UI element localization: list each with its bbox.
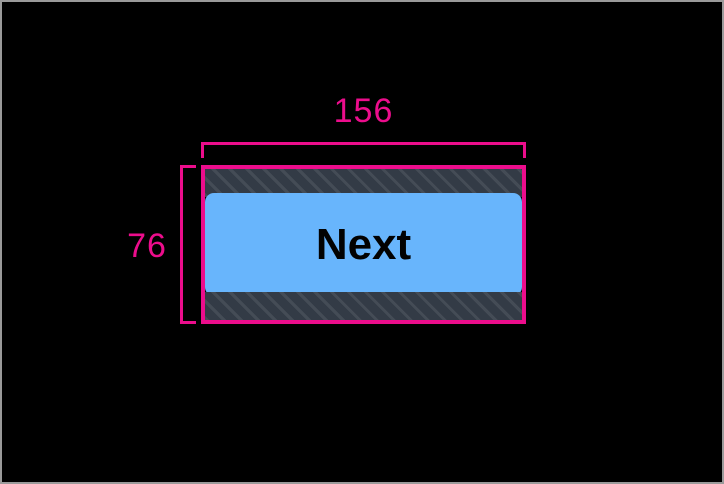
next-button-label: Next	[315, 219, 412, 269]
height-measurement-label: 76	[127, 227, 167, 265]
padding-band-top	[205, 169, 522, 197]
next-button[interactable]: Next	[205, 193, 522, 296]
element-highlight-box: Next	[201, 165, 526, 324]
padding-band-bottom	[205, 292, 522, 320]
width-measurement-bracket	[201, 142, 526, 158]
height-measurement-bracket	[180, 165, 196, 324]
width-measurement-label: 156	[333, 92, 394, 130]
